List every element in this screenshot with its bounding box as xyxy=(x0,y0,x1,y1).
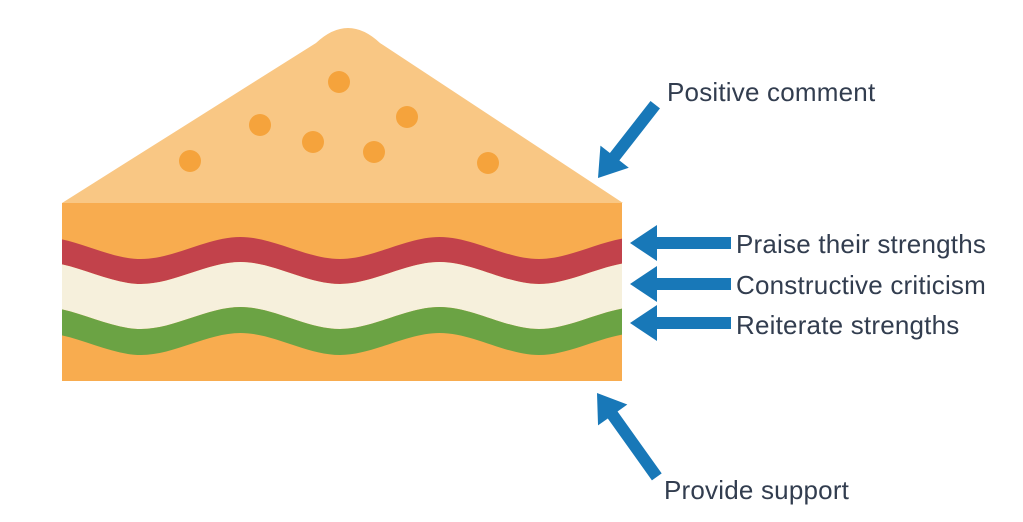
seed-dot xyxy=(328,71,350,93)
seed-dot xyxy=(302,131,324,153)
annotation-arrows xyxy=(597,101,731,481)
reiterate-arrow-icon xyxy=(630,305,731,341)
label-reiterate-strengths: Reiterate strengths xyxy=(736,310,960,340)
seed-dot xyxy=(249,114,271,136)
tomato-layer xyxy=(62,237,622,284)
praise-arrow-icon xyxy=(630,225,731,261)
label-constructive-criticism: Constructive criticism xyxy=(736,270,986,300)
constructive-arrow-icon xyxy=(630,266,731,302)
seed-dots xyxy=(179,71,499,174)
provide-support-arrow-icon xyxy=(597,393,662,481)
seed-dot xyxy=(363,141,385,163)
positive-comment-arrow-icon xyxy=(598,101,660,178)
seed-dot xyxy=(179,150,201,172)
seed-dot xyxy=(477,152,499,174)
label-provide-support: Provide support xyxy=(664,475,850,505)
top-bread-triangle xyxy=(62,28,623,203)
lettuce-layer xyxy=(62,307,622,355)
label-praise-strengths: Praise their strengths xyxy=(736,229,987,259)
seed-dot xyxy=(396,106,418,128)
label-positive-comment: Positive comment xyxy=(667,77,876,107)
cream-filling-layer xyxy=(62,262,622,329)
